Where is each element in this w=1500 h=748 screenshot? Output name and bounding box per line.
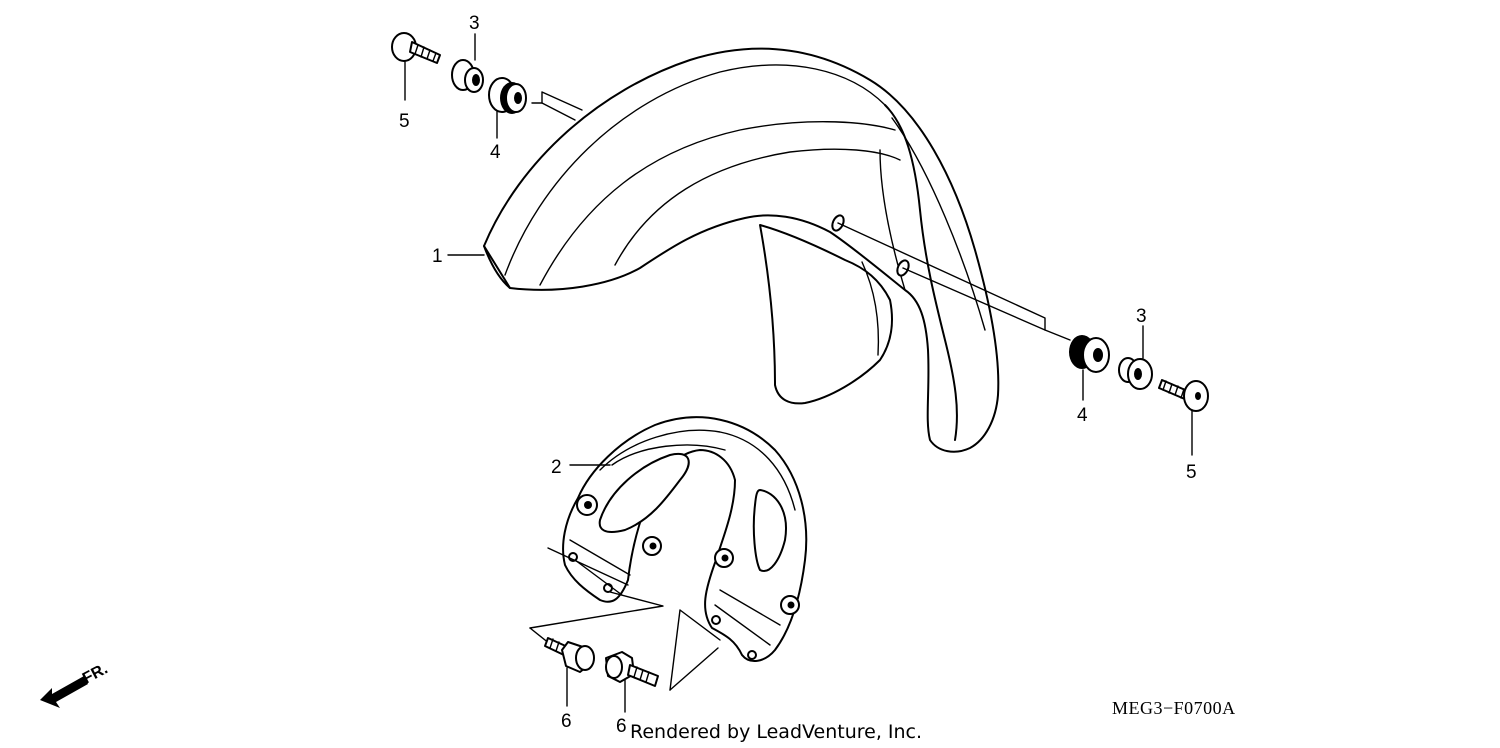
grommet-right	[1069, 335, 1110, 373]
bolt-right	[1158, 379, 1209, 412]
callout-stay: 2	[551, 457, 562, 478]
flange-bolt-left	[544, 637, 595, 673]
callout-collar-right: 3	[1136, 306, 1147, 327]
fender-stay-part	[529, 416, 808, 691]
callout-flange-bolt-right: 6	[616, 716, 627, 737]
callout-grommet-left: 4	[490, 142, 501, 163]
callout-leaders	[404, 33, 1193, 713]
callout-labels: 1 2 3 5 4 3 4 5 6 6	[399, 13, 1197, 737]
callout-grommet-right: 4	[1077, 405, 1088, 426]
left-mount-hardware	[391, 32, 583, 121]
bolt-left	[391, 32, 441, 64]
callout-collar-left: 3	[469, 13, 480, 34]
diagram-code: MEG3−F0700A	[1112, 698, 1236, 718]
front-arrow-icon	[40, 676, 88, 708]
front-direction-indicator: FR.	[40, 660, 111, 708]
front-fender-part	[483, 47, 1000, 453]
render-credit: Rendered by LeadVenture, Inc.	[630, 721, 922, 743]
collar-right	[1118, 357, 1153, 390]
collar-left	[451, 59, 484, 93]
callout-bolt-left: 5	[399, 111, 410, 132]
callout-flange-bolt-left: 6	[561, 711, 572, 732]
flange-bolt-right	[605, 651, 659, 687]
callout-bolt-right: 5	[1186, 462, 1197, 483]
callout-fender: 1	[432, 246, 443, 267]
right-mount-hardware	[837, 222, 1209, 412]
grommet-left	[488, 77, 527, 114]
